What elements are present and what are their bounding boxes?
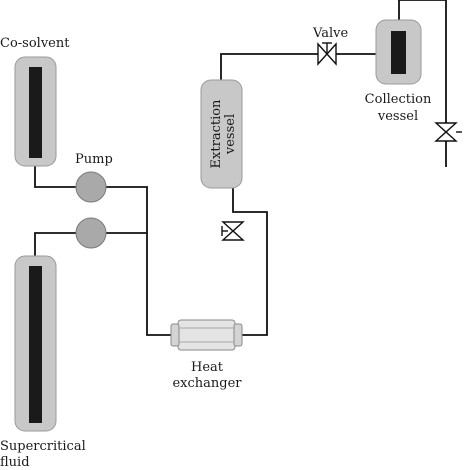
collection-vessel — [375, 19, 422, 85]
heat-exchanger-label-2: exchanger — [172, 376, 242, 391]
pump-label: Pump — [75, 152, 113, 167]
pipe-collection-outlet — [398, 0, 447, 167]
valve-top — [317, 42, 337, 66]
cosolvent-label: Co-solvent — [0, 36, 70, 51]
cosolvent-vessel — [14, 56, 57, 167]
pump-upper — [75, 171, 107, 203]
extraction-label-2: vessel — [223, 114, 238, 155]
pipe-hx-to-extraction — [232, 188, 268, 336]
pump-lower — [75, 217, 107, 249]
supercritical-label-1: Supercritical — [0, 439, 86, 454]
pipe-supercritical-to-pump — [34, 232, 76, 256]
supercritical-label-2: fluid — [0, 455, 30, 470]
extraction-vessel — [200, 79, 243, 189]
collection-label-2: vessel — [377, 109, 418, 124]
pipe-pump1-out — [106, 186, 172, 336]
valve-label: Valve — [312, 26, 348, 41]
pipe-cosolvent-to-pump — [34, 165, 76, 188]
pipe-extraction-to-collection — [220, 53, 376, 80]
supercritical-vessel — [14, 255, 57, 432]
extraction-label-1: Extraction — [209, 99, 224, 168]
collection-label-1: Collection — [365, 92, 432, 107]
pipes — [34, 0, 447, 336]
heat-exchanger-label-1: Heat — [191, 360, 224, 375]
valve-extraction-inlet — [221, 221, 245, 241]
valve-outlet — [434, 122, 462, 142]
heat-exchanger — [170, 319, 243, 351]
